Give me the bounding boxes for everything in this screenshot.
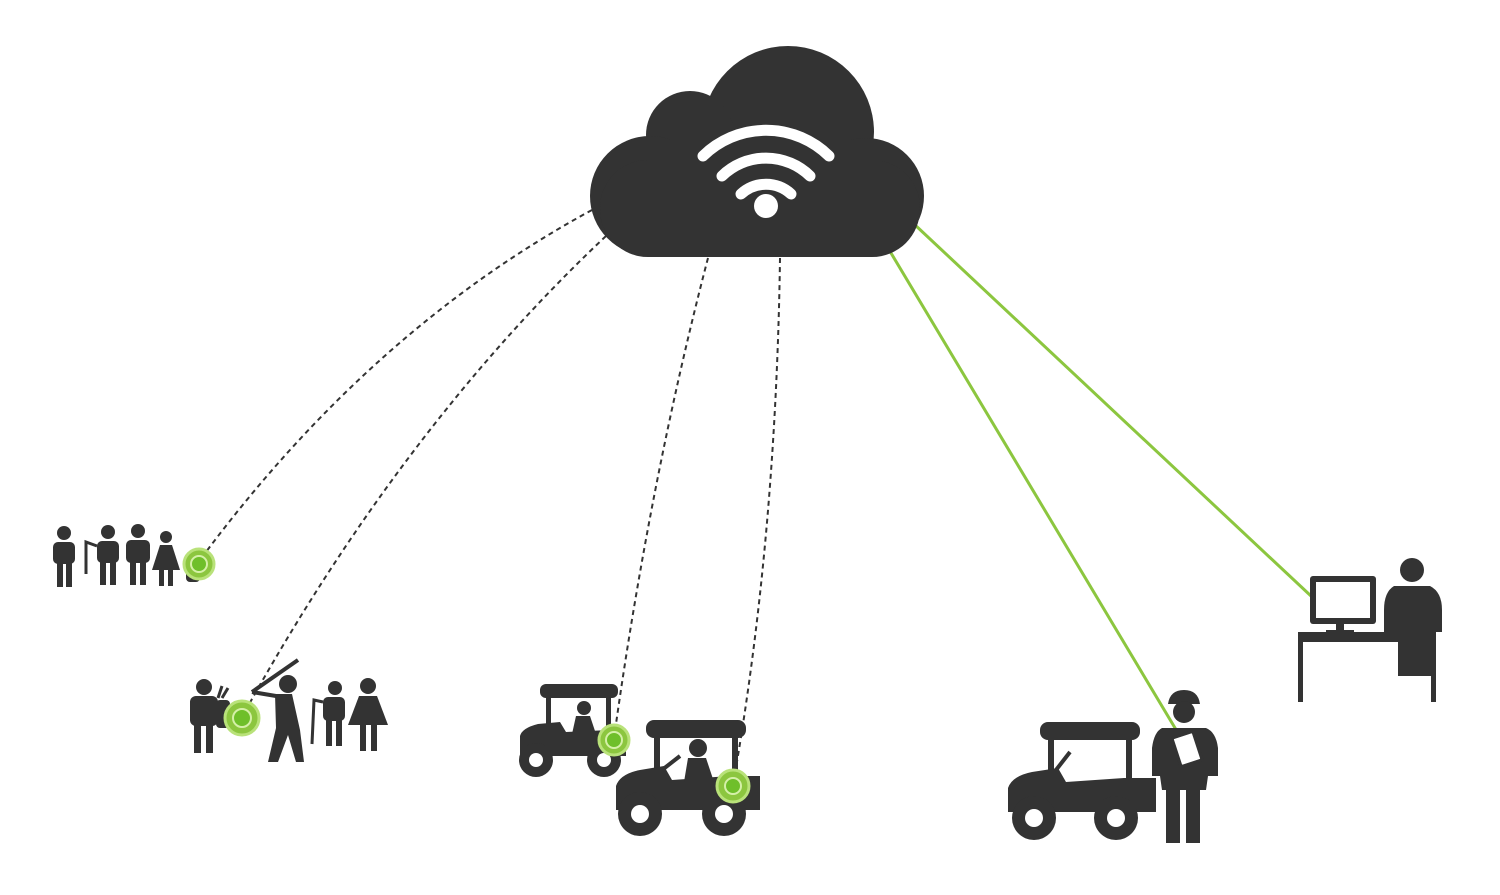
link-pro-shop-desk: [912, 222, 1313, 598]
marshal-cart: [1008, 722, 1156, 840]
wifi-cloud-icon: [590, 46, 924, 257]
golfer-with-club-icon: [310, 681, 345, 746]
person-icon: [1384, 558, 1442, 632]
female-golfer-icon: [348, 678, 388, 751]
golfer-icon: [126, 524, 150, 585]
beacon-icon: [715, 768, 751, 804]
link-golf-cart-1: [613, 257, 709, 739]
link-golf-cart-2: [732, 257, 781, 786]
golfer-icon: [53, 526, 75, 587]
desk-icon: [1298, 632, 1436, 702]
golfer-with-club-icon: [84, 525, 119, 585]
beacon-icon: [597, 723, 631, 757]
golfer-group-1: [53, 524, 200, 587]
link-golfer-group-1: [199, 209, 593, 561]
golf-cart-1: [519, 684, 631, 777]
pro-shop-desk: [1298, 558, 1442, 702]
golfer-group-2: [190, 658, 388, 762]
golfer-with-bag-icon: [190, 679, 230, 753]
golf-cart-icon: [1008, 722, 1156, 840]
beacon-icon: [223, 699, 261, 737]
computer-monitor-icon: [1310, 576, 1376, 634]
swinging-golfer-icon: [250, 658, 304, 762]
tablet-icon: [1170, 730, 1204, 768]
course-marshal-icon: [1152, 690, 1218, 843]
links: [199, 209, 1313, 786]
link-golfer-group-2: [241, 235, 607, 718]
beacon-icon: [182, 547, 216, 581]
wifi-icon: [697, 124, 835, 200]
female-golfer-icon: [152, 531, 180, 586]
link-marshal: [886, 247, 1189, 749]
golf-cart-2: [616, 720, 760, 836]
